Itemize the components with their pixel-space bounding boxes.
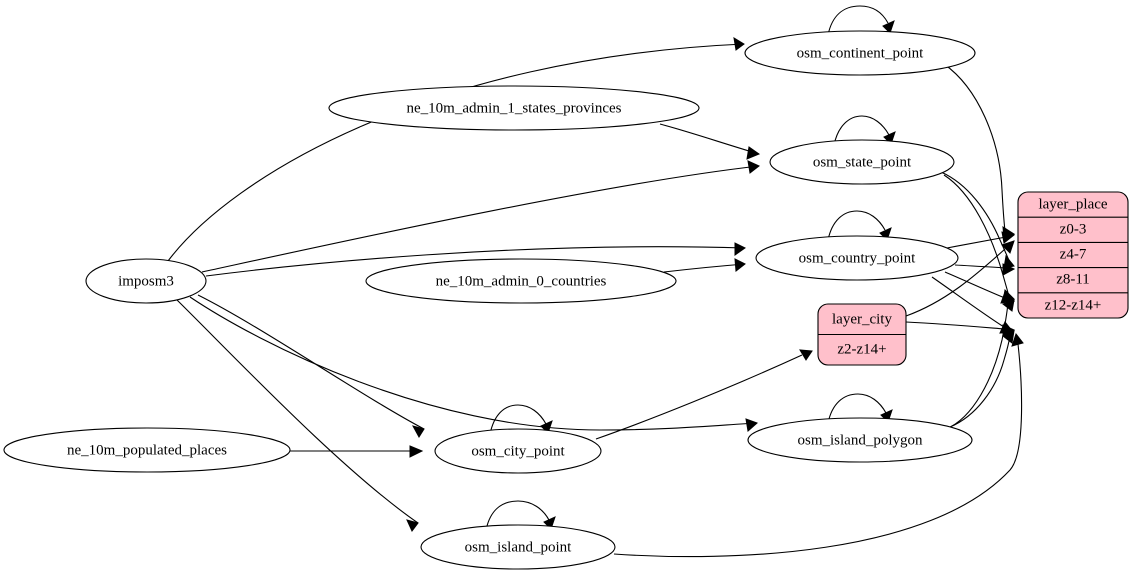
edge-imposm3-to-osm_island_point[interactable]: [175, 298, 419, 532]
record-row-title: layer_place: [1038, 196, 1107, 212]
node-osm_city_point[interactable]: osm_city_point: [434, 428, 602, 474]
edge-osm_country_point-to-layer_place-z0_3[interactable]: [946, 231, 1016, 249]
node-label: imposm3: [118, 273, 174, 289]
edge-imposm3-to-osm_country_point[interactable]: [205, 242, 746, 277]
node-layer: imposm3 ne_10m_admin_1_states_provinces …: [3, 30, 976, 570]
node-label: osm_island_point: [465, 539, 573, 555]
edge-osm_country_point-to-layer_place-z4_7[interactable]: [954, 263, 1016, 276]
record-layer: layer_place z0-3 z4-7 z8-11 z12-z14+ lay…: [817, 191, 1129, 366]
edge-self-osm_city_point[interactable]: [489, 404, 553, 435]
edge-imposm3-to-osm_city_point[interactable]: [197, 294, 425, 438]
node-label: osm_country_point: [799, 250, 916, 266]
record-layer_city[interactable]: layer_city z2-z14+: [817, 303, 907, 366]
edge-osm_island_polygon-to-layer_place-z12_14[interactable]: [949, 330, 1015, 428]
node-osm_island_point[interactable]: osm_island_point: [420, 524, 616, 570]
edge-self-osm_continent_point[interactable]: [827, 5, 895, 36]
node-osm_continent_point[interactable]: osm_continent_point: [744, 30, 976, 76]
edge-osm_island_polygon-to-layer_place-z8_11[interactable]: [945, 299, 1015, 430]
node-label: osm_continent_point: [797, 45, 924, 61]
edge-layer: [167, 5, 1024, 558]
node-label: osm_state_point: [813, 154, 912, 170]
edge-layer_city-to-layer_place-z12_14[interactable]: [905, 321, 1016, 337]
edge-osm_city_point-to-layer_city[interactable]: [595, 349, 813, 440]
record-row-z8-11[interactable]: z8-11: [1056, 271, 1090, 287]
record-row-z4-7[interactable]: z4-7: [1060, 246, 1087, 262]
node-label: osm_island_polygon: [797, 432, 923, 448]
edge-imposm3-to-osm_continent_point[interactable]: [167, 37, 745, 262]
node-ne_10m_admin_0_countries[interactable]: ne_10m_admin_0_countries: [365, 258, 677, 304]
node-label: osm_city_point: [471, 443, 565, 459]
record-row-z2-z14[interactable]: z2-z14+: [837, 341, 886, 357]
record-row-title: layer_city: [832, 311, 892, 327]
edge-ne_10m_admin_0_countries-to-osm_country_point[interactable]: [663, 258, 746, 273]
node-imposm3[interactable]: imposm3: [85, 258, 207, 304]
node-osm_island_polygon[interactable]: osm_island_polygon: [747, 417, 973, 463]
edge-osm_continent_point-to-layer_place-z0_3[interactable]: [943, 63, 1016, 240]
node-osm_country_point[interactable]: osm_country_point: [755, 235, 959, 281]
node-ne_10m_populated_places[interactable]: ne_10m_populated_places: [3, 427, 291, 473]
node-label: ne_10m_admin_0_countries: [436, 273, 607, 289]
record-row-z12-z14[interactable]: z12-z14+: [1045, 297, 1102, 313]
record-layer_place[interactable]: layer_place z0-3 z4-7 z8-11 z12-z14+: [1017, 191, 1129, 319]
edge-imposm3-to-osm_state_point[interactable]: [201, 160, 760, 273]
node-ne_10m_admin_1_states_provinces[interactable]: ne_10m_admin_1_states_provinces: [328, 85, 700, 131]
node-label: ne_10m_populated_places: [67, 442, 227, 458]
edge-imposm3-to-osm_island_polygon[interactable]: [189, 296, 758, 432]
node-osm_state_point[interactable]: osm_state_point: [769, 139, 955, 185]
node-label: ne_10m_admin_1_states_provinces: [407, 100, 622, 116]
edge-ne_10m_admin_1_states_provinces-to-osm_state_point[interactable]: [659, 123, 761, 160]
record-row-z0-3[interactable]: z0-3: [1060, 221, 1087, 237]
edge-osm_island_point-to-layer_place-z12_14[interactable]: [613, 332, 1024, 558]
edge-layer_city-to-layer_place-z0_3[interactable]: [905, 240, 1015, 317]
edge-ne_10m_populated_places-to-osm_city_point[interactable]: [290, 445, 424, 458]
